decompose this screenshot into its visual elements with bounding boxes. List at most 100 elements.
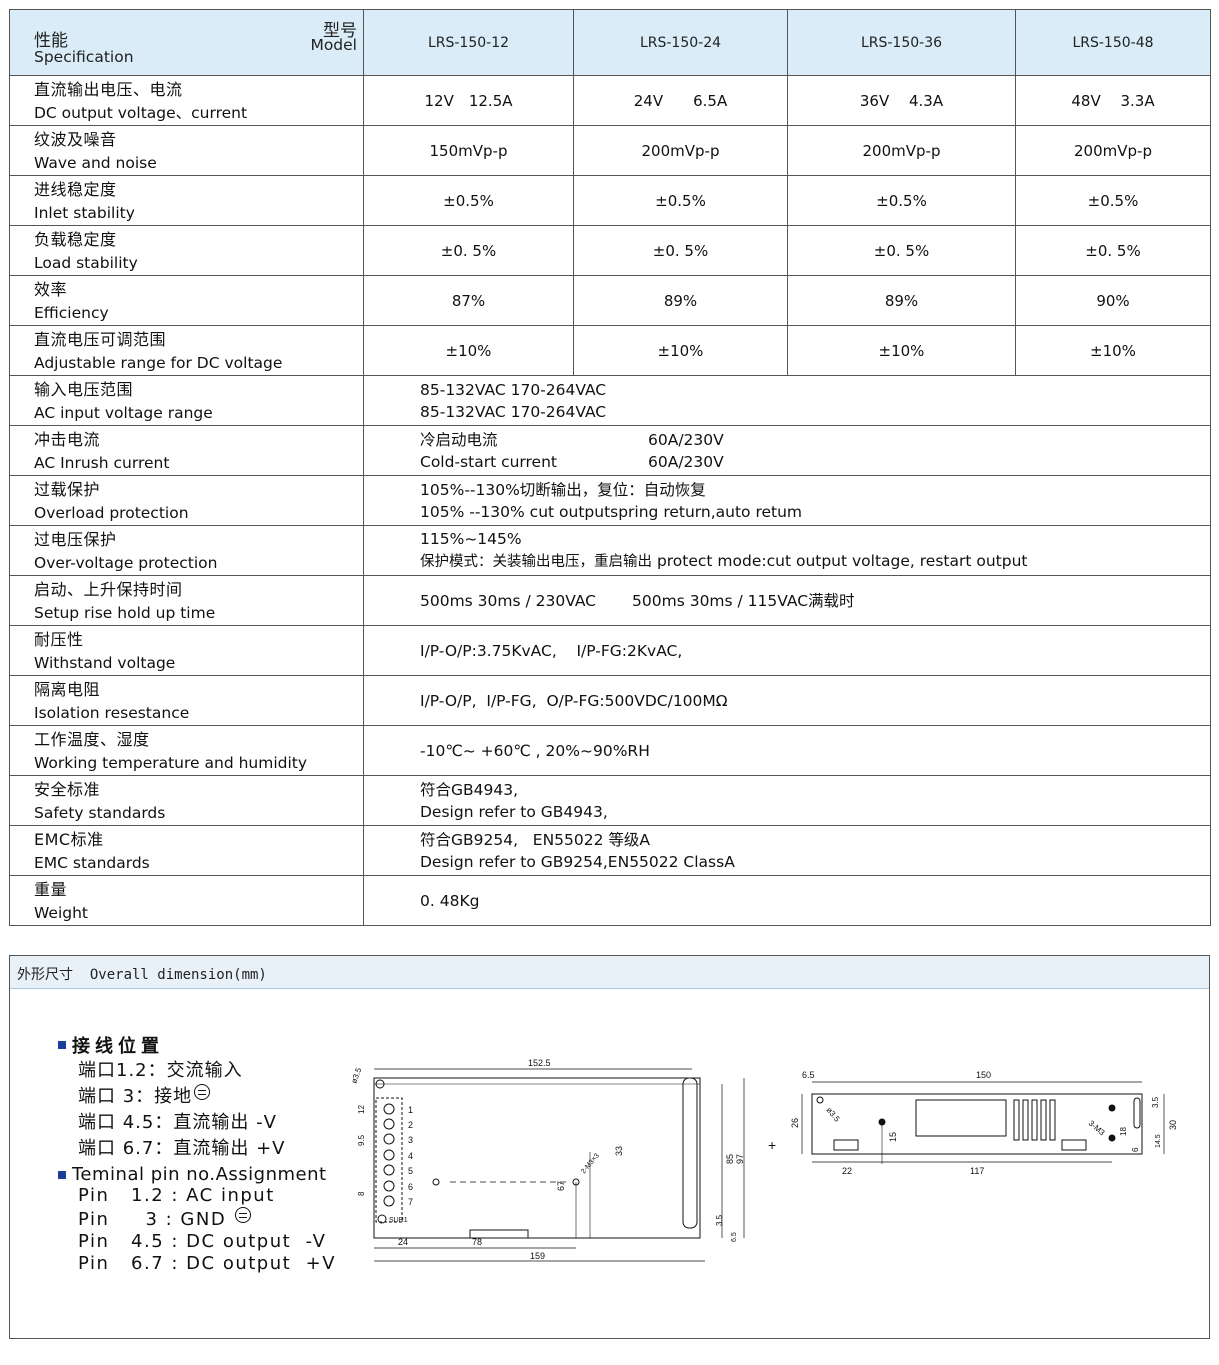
- label-zh: 纹波及噪音: [34, 130, 117, 149]
- model-header: LRS-150-36: [787, 9, 1016, 76]
- terminal-label: 3: [408, 1135, 413, 1145]
- sur-label: SUR1: [389, 1217, 408, 1224]
- dim-s-3-5: 3.5: [1151, 1096, 1160, 1108]
- label-zh: 过电压保护: [34, 530, 117, 549]
- dim-9-5: 9.5: [357, 1134, 366, 1146]
- cell-line: 115%~145%: [420, 530, 522, 548]
- spec-zh: 性能: [34, 31, 68, 51]
- dim-24: 24: [398, 1237, 408, 1247]
- pin-row-en: Pin 4.5 : DC output -V: [78, 1231, 327, 1252]
- side-slot: [833, 1139, 859, 1151]
- table-cell: ±10%: [363, 325, 574, 376]
- label-zh: 启动、上升保持时间: [34, 580, 183, 599]
- table-cell: 89%: [787, 275, 1016, 326]
- label-zh: 耐压性: [34, 630, 84, 649]
- label-zh: 进线稳定度: [34, 180, 117, 199]
- pin-row-en: Pin 6.7 : DC output +V: [78, 1253, 337, 1274]
- dim-85: 85: [725, 1154, 735, 1164]
- terminal-label: 5: [408, 1166, 413, 1176]
- cell-line: 85-132VAC 170-264VAC: [420, 380, 607, 399]
- side-rail: [1133, 1097, 1141, 1129]
- dimension-header: 外形尺寸 Overall dimension(mm): [10, 956, 1209, 989]
- cell-line: 85-132VAC 170-264VAC: [420, 402, 607, 421]
- label-en: Overload protection: [34, 504, 189, 522]
- front-outline: [373, 1077, 701, 1239]
- spec-table: 性能 Specification 型号 Model LRS-150-12 LRS…: [9, 9, 1211, 926]
- model-header: LRS-150-24: [573, 9, 788, 76]
- cell-text: Cold-start current: [420, 452, 557, 471]
- cell-line: 105% --130% cut outputspring return,auto…: [420, 502, 803, 521]
- cell-line: Design refer to GB9254,EN55022 ClassA: [420, 852, 735, 871]
- label-zh: 工作温度、湿度: [34, 730, 150, 749]
- label-en: Wave and noise: [34, 154, 157, 172]
- label-zh: 过载保护: [34, 480, 101, 499]
- label-zh: 负载稳定度: [34, 230, 117, 249]
- pin-row-en-text: Pin 3 : GND: [78, 1209, 227, 1230]
- table-cell: 符合GB9254, EN55022 等级A Design refer to GB…: [363, 825, 1211, 876]
- pin-title-zh-text: 接线位置: [72, 1036, 164, 1057]
- model-en: Model: [310, 36, 357, 54]
- side-slot: [1061, 1139, 1087, 1151]
- pin-row-zh-text: 端口 3：接地: [78, 1086, 193, 1107]
- dim-159: 159: [530, 1251, 545, 1261]
- ground-screw-icon: [377, 1214, 387, 1224]
- label-en: Weight: [34, 904, 89, 922]
- model-header: LRS-150-48: [1015, 9, 1211, 76]
- cell-text: 500ms 30ms / 230VAC: [420, 591, 597, 610]
- cell-text: protect mode:cut output voltage, restart…: [656, 552, 1028, 570]
- dim-30: 30: [1168, 1120, 1178, 1130]
- label-zh: 安全标准: [34, 780, 101, 799]
- ground-icon: [235, 1207, 252, 1223]
- table-row: 启动、上升保持时间 Setup rise hold up time 500ms 3…: [9, 575, 1211, 626]
- dim-2m3: 2-M3×3: [580, 1152, 601, 1175]
- dim-78: 78: [472, 1237, 482, 1247]
- dim-117: 117: [970, 1166, 984, 1176]
- label-en: Setup rise hold up time: [34, 604, 216, 622]
- label-en: Over-voltage protection: [34, 554, 218, 572]
- table-cell: ±10%: [573, 325, 788, 376]
- label-zh: 隔离电阻: [34, 680, 101, 699]
- dim-3-5: 3.5: [715, 1214, 724, 1226]
- table-cell: ±0.5%: [363, 175, 574, 226]
- table-cell: 200mVp-p: [573, 125, 788, 176]
- label-en: Inlet stability: [34, 204, 135, 222]
- table-row: 过载保护 Overload protection 105%--130%切断输出，复…: [9, 475, 1211, 526]
- label-zh: 冲击电流: [34, 430, 101, 449]
- dim-22: 22: [842, 1166, 852, 1176]
- table-cell: 105%--130%切断输出，复位：自动恢复 105% --130% cut o…: [363, 475, 1211, 526]
- cell-line: 符合GB9254, EN55022 等级A: [420, 830, 651, 849]
- mount-hole-icon: [1108, 1134, 1116, 1142]
- model-zh: 型号: [323, 21, 357, 41]
- side-outline: [811, 1093, 1143, 1155]
- pin-title-en: Teminal pin no.Assignment: [58, 1164, 336, 1185]
- label-zh: 直流输出电压、电流: [34, 80, 183, 99]
- spec-en: Specification: [34, 48, 134, 66]
- row-label: 启动、上升保持时间 Setup rise hold up time: [9, 575, 364, 626]
- bullet-square-icon: [58, 1041, 66, 1049]
- spec-model-header: 性能 Specification 型号 Model: [9, 9, 364, 76]
- front-rail: [682, 1077, 698, 1229]
- table-cell: 12V 12.5A: [363, 75, 574, 126]
- cell-line: 符合GB4943,: [420, 780, 519, 799]
- table-cell: 0. 48Kg: [363, 875, 1211, 926]
- table-cell: ±10%: [787, 325, 1016, 376]
- label-zh: 效率: [34, 280, 68, 299]
- label-zh: 重量: [34, 880, 68, 899]
- front-slot: [469, 1229, 529, 1239]
- table-cell: ±0.5%: [1015, 175, 1211, 226]
